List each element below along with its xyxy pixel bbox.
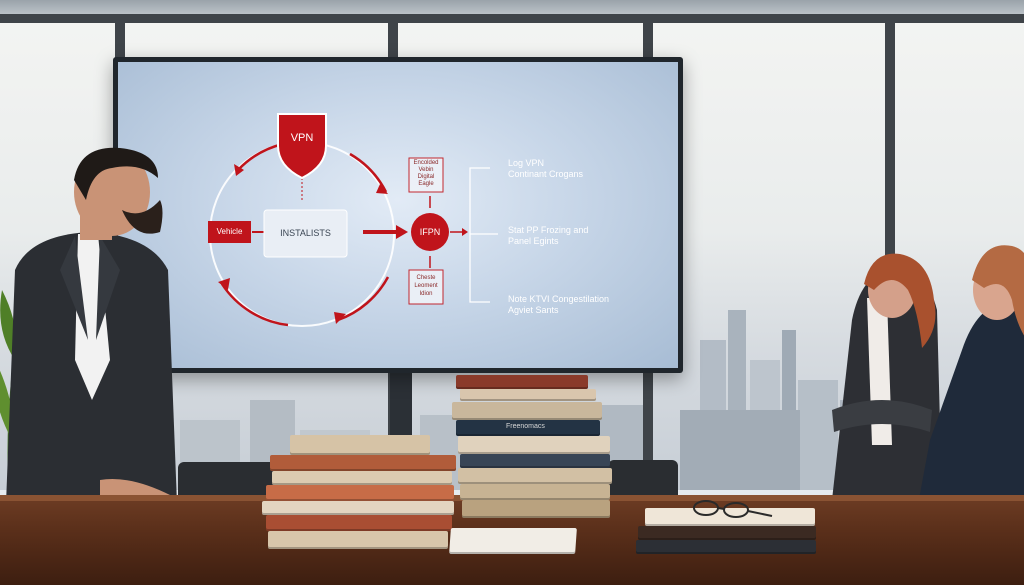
- installists-label: INSTALISTS: [280, 228, 331, 238]
- right-item: Log VPN Continant Crogans: [508, 158, 583, 180]
- right-item-line1: Note KTVI Congestilation: [508, 294, 610, 304]
- cycle-arrowhead: [334, 312, 346, 324]
- vehicle-box: [208, 221, 251, 243]
- cycle-arrowhead: [234, 164, 244, 176]
- encoded-line: Eagle: [418, 181, 434, 187]
- right-item-line1: Log VPN: [508, 158, 545, 168]
- book: [266, 515, 452, 531]
- right-item: Note KTVI Congestilation Agviet Sants: [508, 294, 609, 316]
- book: [462, 500, 610, 518]
- women-listening: [832, 245, 1024, 510]
- book: Freenomacs: [456, 420, 600, 436]
- book: [460, 484, 610, 500]
- vpn-diagram: [208, 113, 498, 327]
- right-item-line2: Panel Egints: [508, 236, 559, 246]
- encoded-line: Digital: [417, 174, 435, 180]
- node-label: IFPN: [419, 227, 441, 237]
- tv-stand: [390, 372, 412, 437]
- right-item-line2: Agviet Sants: [508, 305, 559, 315]
- cheste-line: Idion: [419, 291, 433, 297]
- cheste-box: [408, 269, 444, 305]
- book: [268, 531, 448, 549]
- presentation-screen: VPN Vehicle INSTALISTS IFPN Encolded Veb…: [118, 62, 678, 368]
- cycle-arc-red: [237, 142, 284, 171]
- book: [270, 455, 456, 471]
- cheste-line: Leoment: [414, 283, 438, 289]
- book: [456, 375, 588, 389]
- encoded-box-text: Encolded Vebin Digital Eagle: [409, 160, 443, 188]
- vpn-shield-icon: [277, 113, 327, 180]
- right-item: Stat PP Frozing and Panel Egints: [508, 225, 588, 247]
- cheste-box-text: Cheste Leoment Idion: [409, 274, 443, 298]
- ifpn-node: [411, 213, 449, 251]
- cheste-line: Cheste: [416, 275, 436, 281]
- right-item-line1: Stat PP Frozing and: [508, 225, 589, 235]
- book: [290, 435, 430, 455]
- encoded-line: Vebin: [418, 167, 434, 173]
- cycle-arc-red: [337, 276, 390, 322]
- book: [266, 485, 454, 501]
- open-booklet: [449, 528, 577, 554]
- book: [262, 501, 454, 515]
- installists-box: [263, 209, 348, 258]
- book: [458, 436, 610, 454]
- cycle-arrowhead: [218, 278, 230, 290]
- book: [458, 468, 612, 484]
- book: [460, 454, 610, 468]
- cycle-arc-red: [349, 152, 388, 193]
- book-spine-text: Freenomacs: [506, 423, 545, 430]
- shield-label: VPN: [290, 132, 314, 144]
- vehicle-label: Vehicle: [216, 227, 243, 236]
- book: [452, 402, 602, 420]
- book: [460, 389, 596, 401]
- cycle-arc-red: [220, 283, 289, 327]
- right-item-line2: Continant Crogans: [508, 169, 584, 179]
- book: [636, 540, 816, 554]
- encoded-box: [408, 157, 444, 193]
- encoded-line: Encolded: [413, 160, 439, 166]
- man-presenter: [5, 147, 178, 530]
- book: [638, 526, 816, 540]
- book: [272, 471, 452, 485]
- cycle-arrowhead: [376, 184, 388, 194]
- arrow-right-icon: [396, 225, 408, 239]
- window-frame-top: [0, 14, 1024, 23]
- eyeglasses-icon: [693, 500, 773, 518]
